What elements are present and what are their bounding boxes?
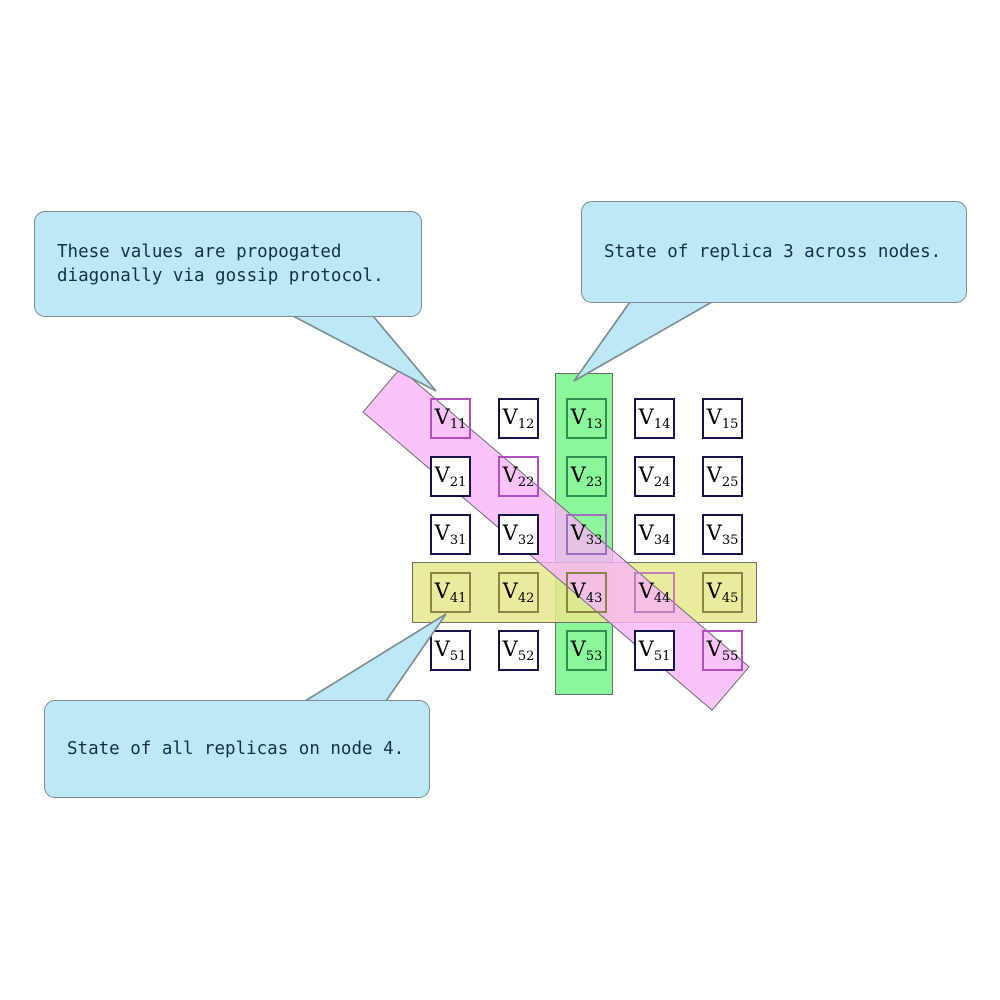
cell-label: V23 [570, 463, 603, 490]
cell-label: V14 [638, 405, 671, 432]
callout-node-4[interactable]: State of all replicas on node 4. [44, 700, 430, 798]
matrix-cell-v24[interactable]: V24 [634, 456, 675, 497]
matrix-cell-v54[interactable]: V51 [634, 630, 675, 671]
cell-label: V11 [434, 405, 467, 432]
callout-column-text: State of replica 3 across nodes. [604, 241, 942, 262]
matrix-cell-v23[interactable]: V23 [566, 456, 607, 497]
matrix-cell-v52[interactable]: V52 [498, 630, 539, 671]
matrix-cell-v31[interactable]: V31 [430, 514, 471, 555]
matrix-cell-v51[interactable]: V51 [430, 630, 471, 671]
cell-label: V33 [570, 521, 603, 548]
callout-row-text: State of all replicas on node 4. [67, 738, 405, 759]
cell-label: V32 [502, 521, 535, 548]
matrix-cell-v13[interactable]: V13 [566, 398, 607, 439]
cell-label: V25 [706, 463, 739, 490]
matrix-cell-v25[interactable]: V25 [702, 456, 743, 497]
matrix-cell-v44[interactable]: V44 [634, 572, 675, 613]
cell-label: V42 [502, 579, 535, 606]
cell-label: V53 [570, 637, 603, 664]
callout-diagonal-gossip[interactable]: These values are propogated diagonally v… [34, 211, 422, 317]
cell-label: V45 [706, 579, 739, 606]
matrix-cell-v45[interactable]: V45 [702, 572, 743, 613]
cell-label: V24 [638, 463, 671, 490]
cell-label: V43 [570, 579, 603, 606]
matrix-cell-v21[interactable]: V21 [430, 456, 471, 497]
callout-diagonal-text: These values are propogated diagonally v… [57, 241, 384, 286]
matrix-cell-v22[interactable]: V22 [498, 456, 539, 497]
callout-replica-3[interactable]: State of replica 3 across nodes. [581, 201, 967, 303]
matrix-cell-v12[interactable]: V12 [498, 398, 539, 439]
matrix-cell-v35[interactable]: V35 [702, 514, 743, 555]
matrix-cell-v11[interactable]: V11 [430, 398, 471, 439]
matrix-cell-v15[interactable]: V15 [702, 398, 743, 439]
cell-label: V51 [434, 637, 467, 664]
matrix-cell-v33[interactable]: V33 [566, 514, 607, 555]
cell-label: V41 [434, 579, 467, 606]
matrix-cell-v14[interactable]: V14 [634, 398, 675, 439]
matrix-cell-v34[interactable]: V34 [634, 514, 675, 555]
matrix-cell-v41[interactable]: V41 [430, 572, 471, 613]
cell-label: V51 [638, 637, 671, 664]
cell-label: V34 [638, 521, 671, 548]
cell-label: V35 [706, 521, 739, 548]
matrix-cell-v32[interactable]: V32 [498, 514, 539, 555]
matrix-cell-v43[interactable]: V43 [566, 572, 607, 613]
cell-label: V52 [502, 637, 535, 664]
matrix-cell-v42[interactable]: V42 [498, 572, 539, 613]
matrix-cell-v53[interactable]: V53 [566, 630, 607, 671]
cell-label: V13 [570, 405, 603, 432]
cell-label: V22 [502, 463, 535, 490]
cell-label: V44 [638, 579, 671, 606]
cell-label: V12 [502, 405, 535, 432]
matrix-cell-v55[interactable]: V55 [702, 630, 743, 671]
cell-label: V55 [706, 637, 739, 664]
cell-label: V31 [434, 521, 467, 548]
cell-label: V21 [434, 463, 467, 490]
cell-label: V15 [706, 405, 739, 432]
